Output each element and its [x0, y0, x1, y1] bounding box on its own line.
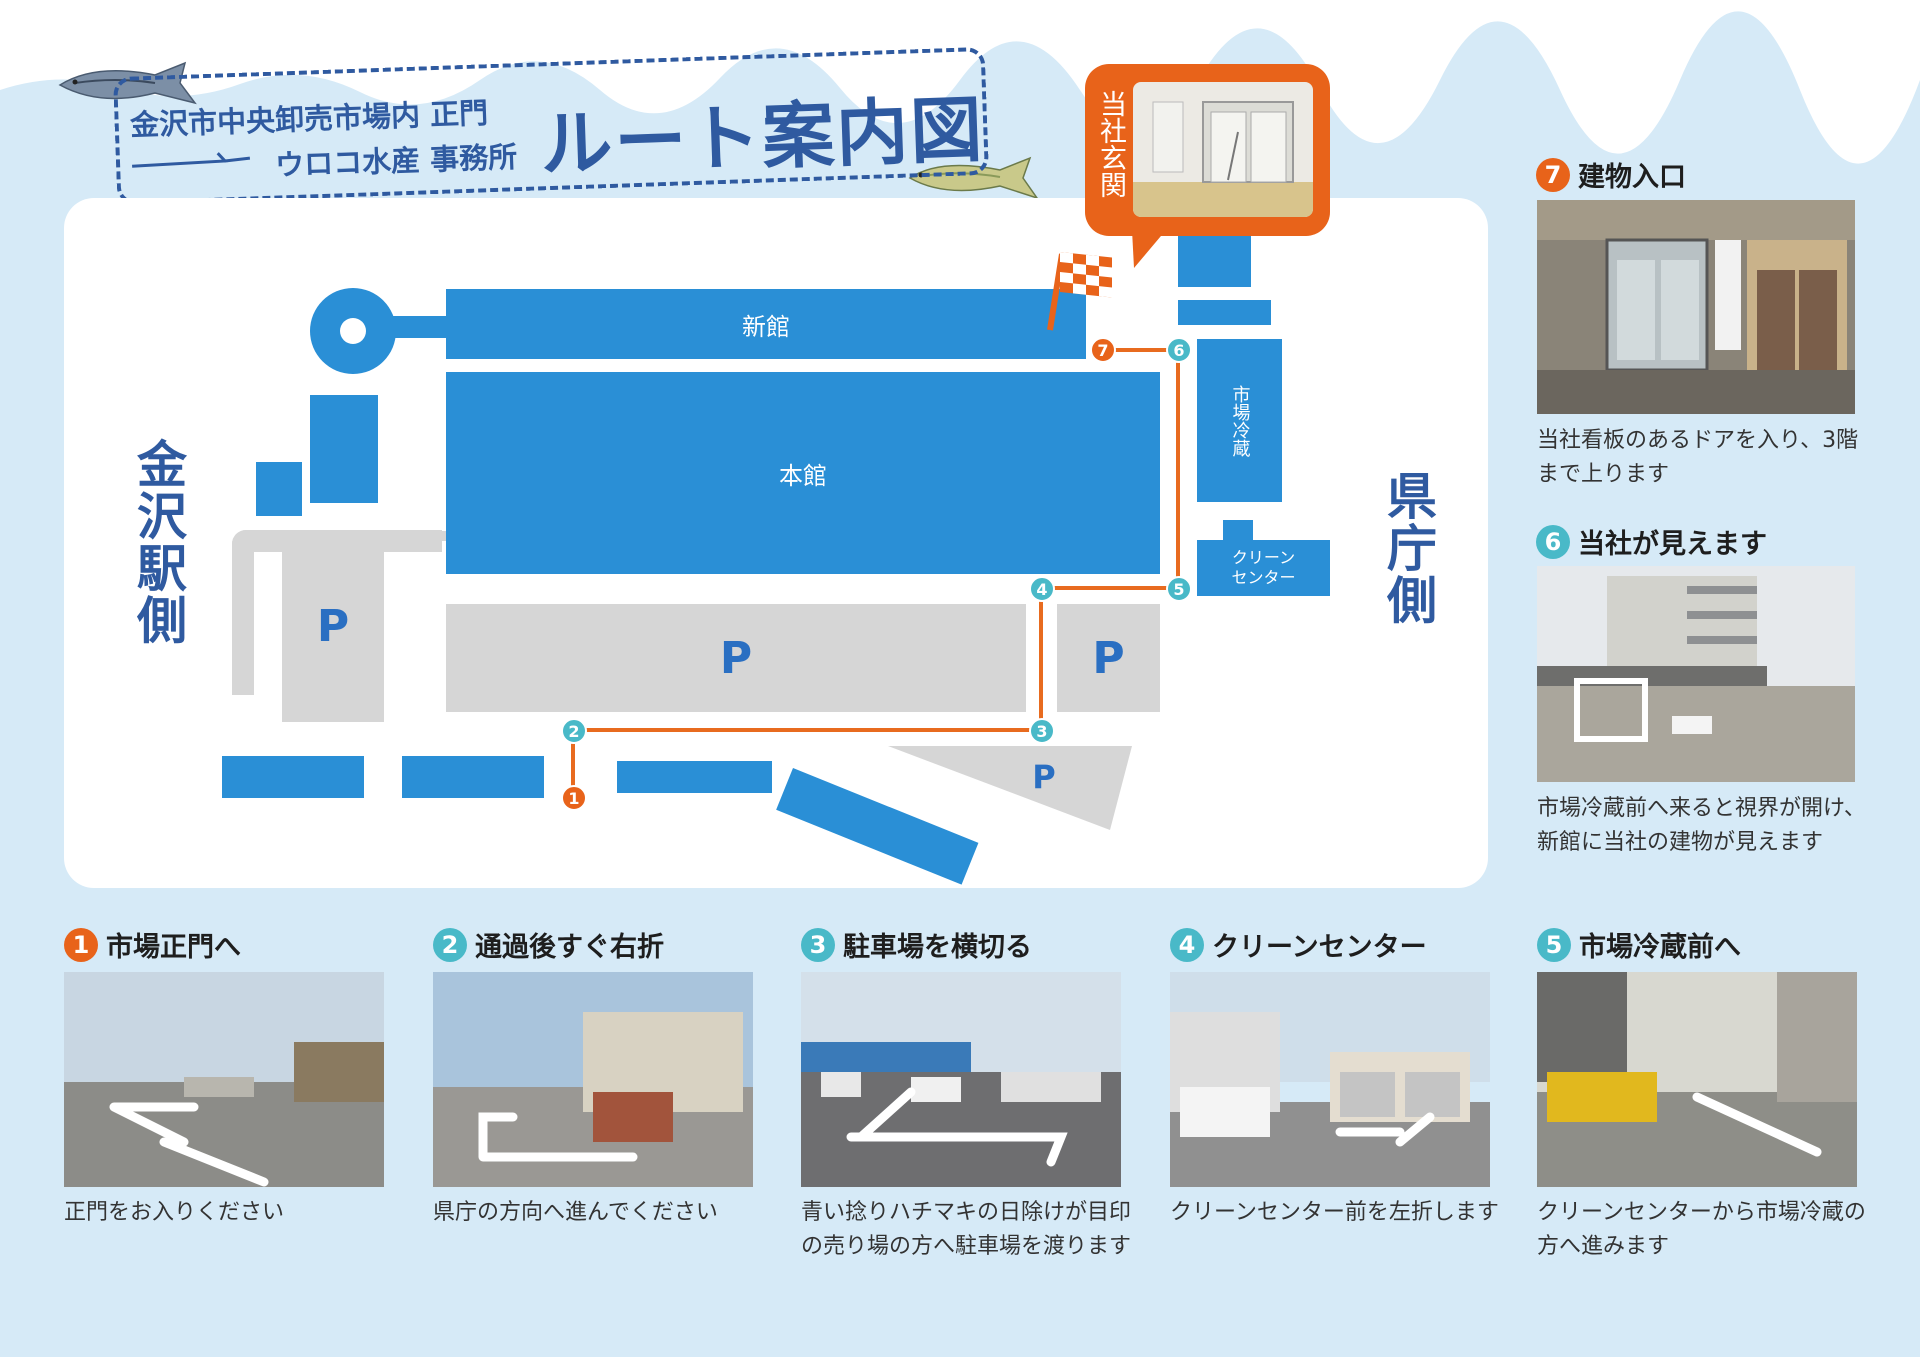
road — [232, 530, 254, 695]
step-2-number: 2 — [433, 927, 467, 962]
building-shinkan-label: 新館 — [742, 312, 790, 341]
step-2-photo — [433, 972, 753, 1187]
parking-icon: P — [1092, 632, 1125, 684]
goal-flag-icon — [1047, 252, 1112, 331]
arrow-right-icon — [132, 152, 251, 168]
bonito-fish-icon — [58, 61, 197, 105]
road-connector — [388, 316, 448, 338]
building-clean-center-label-2: センター — [1231, 568, 1296, 587]
road-block — [402, 756, 544, 798]
building-honkan: 本館 — [446, 372, 1160, 574]
title-destination: ウロコ水産 事務所 — [274, 139, 518, 183]
road — [384, 531, 446, 541]
parking-lot: P — [282, 530, 384, 722]
entrance-callout-label: 当社玄関 — [1095, 90, 1126, 198]
route-point-7: 7 — [1090, 337, 1116, 363]
building-clean-center-label-1: クリーン — [1231, 548, 1296, 567]
step-5-number: 5 — [1537, 927, 1571, 962]
step-1-number: 1 — [64, 927, 98, 962]
step-1-photo — [64, 972, 384, 1187]
building-ichiba-reizo-label: 市場冷蔵 — [1229, 384, 1251, 457]
step-7-description: 当社看板のあるドアを入り、3階まで上ります — [1537, 428, 1859, 487]
building-clean-center: クリーン センター — [1197, 540, 1330, 596]
building-small — [1178, 300, 1271, 325]
route-point-3: 3 — [1029, 718, 1055, 744]
step-3-description: 青い捻りハチマキの日除けが目印の売り場の方へ駐車場を渡ります — [801, 1200, 1132, 1259]
step-6-title: 6 当社が見えます — [1536, 522, 1767, 561]
step-1-title-text: 市場正門へ — [106, 932, 241, 963]
side-label-prefectural-office: 県庁側 — [1379, 470, 1437, 626]
step-4-photo — [1170, 972, 1490, 1187]
route-point-4: 4 — [1029, 576, 1055, 602]
parking-lot-triangle — [888, 746, 1132, 830]
step-5-photo — [1537, 972, 1857, 1187]
parking-lot: P — [1057, 604, 1160, 712]
building-shinkan: 新館 — [446, 289, 1086, 359]
step-4-description: クリーンセンター前を左折します — [1170, 1200, 1499, 1225]
side-label-kanazawa-station: 金沢駅側 — [129, 438, 187, 646]
step-7-title: 7 建物入口 — [1536, 155, 1686, 194]
route-line — [1039, 586, 1043, 732]
entrance-photo — [1133, 82, 1313, 217]
building-office — [1178, 231, 1251, 287]
route-point-1: 1 — [561, 785, 587, 811]
step-2-title: 2 通過後すぐ右折 — [433, 925, 664, 964]
parking-icon: P — [1032, 758, 1056, 796]
roundabout-center — [340, 318, 366, 344]
road-block — [222, 756, 364, 798]
route-point-5: 5 — [1166, 576, 1192, 602]
step-4-number: 4 — [1170, 927, 1204, 962]
step-5-description: クリーンセンターから市場冷蔵の方へ進みます — [1537, 1200, 1866, 1259]
route-line — [1039, 586, 1180, 590]
step-6-description: 市場冷蔵前へ来ると視界が開け、新館に当社の建物が見えます — [1537, 796, 1866, 855]
small-building — [310, 395, 378, 503]
parking-icon: P — [316, 600, 350, 652]
step-1-description: 正門をお入りください — [64, 1200, 285, 1225]
horse-mackerel-fish-icon — [908, 156, 1039, 200]
step-5-title: 5 市場冷蔵前へ — [1537, 925, 1741, 964]
page-title: ルート案内図 — [538, 87, 986, 187]
step-6-title-text: 当社が見えます — [1578, 529, 1767, 560]
building-small — [1223, 520, 1253, 540]
step-3-number: 3 — [801, 927, 835, 962]
step-6-photo — [1537, 566, 1855, 782]
step-7-photo — [1537, 200, 1855, 414]
route-line — [1176, 348, 1180, 590]
step-6-number: 6 — [1536, 524, 1570, 559]
step-2-description: 県庁の方向へ進んでください — [433, 1200, 718, 1225]
step-1-title: 1 市場正門へ — [64, 925, 241, 964]
building-honkan-label: 本館 — [779, 461, 827, 490]
step-4-title-text: クリーンセンター — [1212, 932, 1427, 963]
route-line — [1102, 348, 1180, 352]
step-3-title: 3 駐車場を横切る — [801, 925, 1032, 964]
road-block — [617, 761, 772, 793]
building-ichiba-reizo: 市場冷蔵 — [1197, 339, 1282, 502]
step-3-photo — [801, 972, 1121, 1187]
step-5-title-text: 市場冷蔵前へ — [1579, 932, 1741, 963]
route-line — [571, 730, 575, 798]
small-building — [256, 462, 302, 516]
step-7-title-text: 建物入口 — [1578, 162, 1686, 193]
parking-icon: P — [719, 632, 753, 684]
step-2-title-text: 通過後すぐ右折 — [475, 932, 664, 963]
step-7-number: 7 — [1536, 157, 1570, 192]
route-point-2: 2 — [561, 718, 587, 744]
step-3-title-text: 駐車場を横切る — [843, 932, 1032, 963]
route-line — [571, 728, 1043, 732]
step-4-title: 4 クリーンセンター — [1170, 925, 1427, 964]
parking-lot: P — [446, 604, 1026, 712]
route-point-6: 6 — [1166, 337, 1192, 363]
callout-pointer — [1132, 230, 1166, 268]
